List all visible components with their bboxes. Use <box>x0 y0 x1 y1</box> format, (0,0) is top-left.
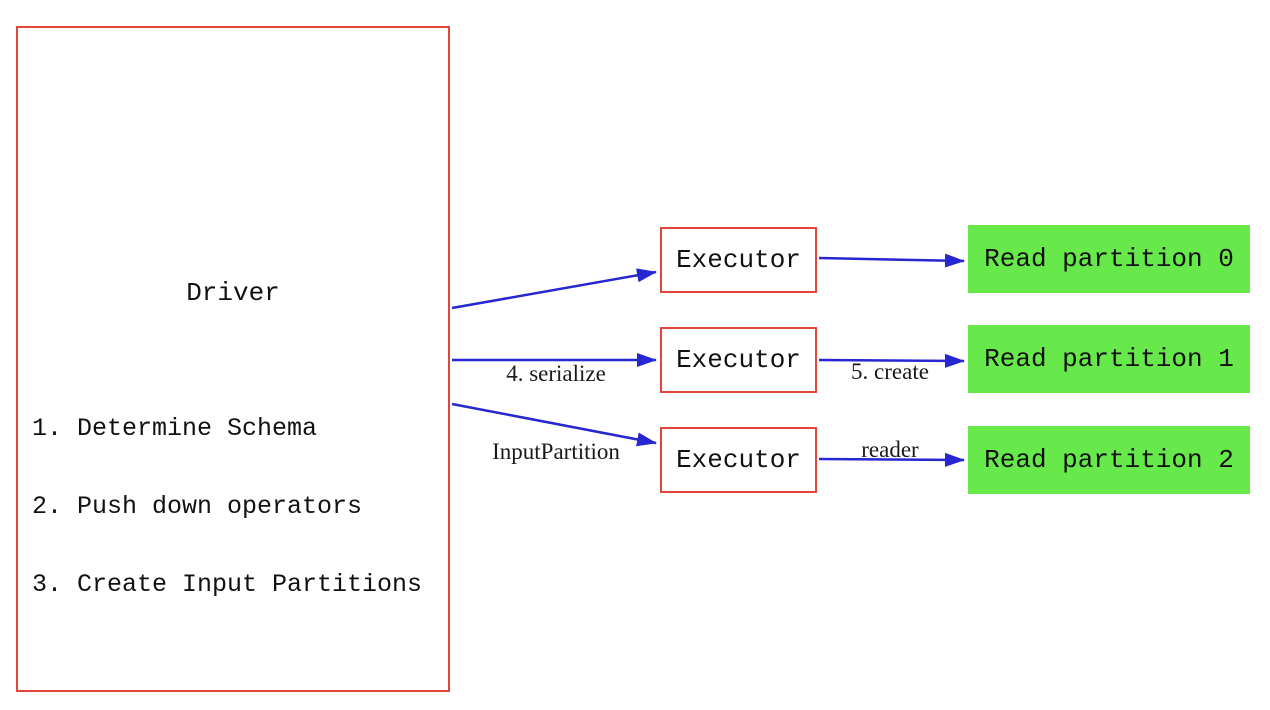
driver-step-3: 3. Create Input Partitions <box>32 570 423 599</box>
arrow-driver-to-executor-1 <box>451 268 657 310</box>
serialize-edge-label-line2: InputPartition <box>492 439 620 464</box>
executor-3-label: Executor <box>676 445 801 475</box>
driver-title: Driver <box>186 278 280 308</box>
arrow-executor-1-to-partition-0 <box>818 253 965 268</box>
executor-1-label: Executor <box>676 245 801 275</box>
create-reader-edge-label: 5. create reader <box>780 307 1000 515</box>
driver-step-2: 2. Push down operators <box>32 492 363 521</box>
read-partition-0-label: Read partition 0 <box>984 244 1234 274</box>
read-partition-1-label: Read partition 1 <box>984 344 1234 374</box>
executor-box-3: Executor <box>660 427 817 493</box>
serialize-edge-label-line1: 4. serialize <box>506 361 606 386</box>
read-partition-1-box: Read partition 1 <box>968 325 1250 393</box>
driver-step-1: 1. Determine Schema <box>32 414 318 443</box>
create-reader-edge-label-line1: 5. create <box>851 359 929 384</box>
executor-box-1: Executor <box>660 227 817 293</box>
serialize-edge-label: 4. serialize InputPartition <box>446 309 666 517</box>
create-reader-edge-label-line2: reader <box>861 437 919 462</box>
executor-2-label: Executor <box>676 345 801 375</box>
driver-box <box>16 26 450 692</box>
read-partition-2-label: Read partition 2 <box>984 445 1234 475</box>
read-partition-2-box: Read partition 2 <box>968 426 1250 494</box>
driver-steps-list: 1. Determine Schema 2. Push down operato… <box>32 364 422 650</box>
read-partition-0-box: Read partition 0 <box>968 225 1250 293</box>
executor-box-2: Executor <box>660 327 817 393</box>
